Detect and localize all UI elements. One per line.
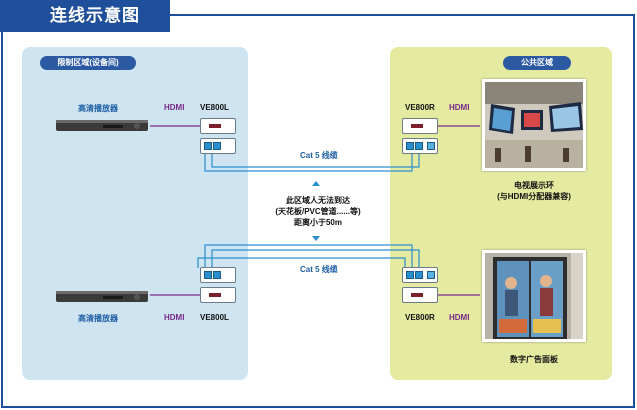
ve800l-cat5-unit-top <box>200 138 236 154</box>
cable-label-top: Cat 5 线缆 <box>300 151 338 160</box>
hd-player-bottom <box>56 291 148 302</box>
hdmi-label-top-right: HDMI <box>449 103 470 112</box>
cat5-line-bottom-b <box>211 249 420 268</box>
sender-label-top: VE800L <box>200 103 229 112</box>
cat5-line-bottom-a <box>204 244 413 268</box>
ve800r-cat5-unit-bottom <box>402 267 438 283</box>
player-label-top: 高清播放器 <box>78 104 118 113</box>
ve800l-cat5-unit-bottom <box>200 267 236 283</box>
hd-player-top <box>56 120 148 131</box>
note-line1: 此区域人无法到达 <box>286 196 350 205</box>
tv-display-photo <box>482 79 586 171</box>
tv-display-caption: 电视展示环 (与HDMI分配器兼容) <box>488 180 580 202</box>
ve800l-hdmi-unit-bottom <box>200 287 236 303</box>
tv-display-caption-line2: (与HDMI分配器兼容) <box>497 192 571 201</box>
arrow-down-icon <box>312 236 320 241</box>
hdmi-label-bottom-right: HDMI <box>449 313 470 322</box>
hdmi-label-top-left: HDMI <box>164 103 185 112</box>
note-line3: 距离小于50m <box>293 218 342 227</box>
cable-label-bottom: Cat 5 线缆 <box>300 265 338 274</box>
tv-display-caption-line1: 电视展示环 <box>514 181 554 190</box>
cat5-line-top-a <box>204 153 413 172</box>
restricted-area-note: 此区域人无法到达 (天花板/PVC管道......等) 距离小于50m <box>256 195 380 228</box>
player-label-bottom: 高清播放器 <box>78 314 118 323</box>
receiver-label-top: VE800R <box>405 103 435 112</box>
cat5-line-bottom-c <box>197 257 406 268</box>
ve800l-hdmi-unit-top <box>200 118 236 134</box>
public-zone-label: 公共区域 <box>503 56 571 70</box>
restricted-zone-label: 限制区域(设备间) <box>40 56 136 70</box>
digital-signage-photo <box>482 250 586 342</box>
ve800r-cat5-unit-top <box>402 138 438 154</box>
cat5-line-top-b <box>211 153 420 168</box>
note-line2: (天花板/PVC管道......等) <box>275 207 361 216</box>
signage-caption: 数字广告面板 <box>510 355 558 364</box>
ve800r-hdmi-unit-bottom <box>402 287 438 303</box>
ve800r-hdmi-unit-top <box>402 118 438 134</box>
arrow-up-icon <box>312 181 320 186</box>
restricted-zone <box>22 47 248 380</box>
receiver-label-bottom: VE800R <box>405 313 435 322</box>
hdmi-label-bottom-left: HDMI <box>164 313 185 322</box>
sender-label-bottom: VE800L <box>200 313 229 322</box>
diagram-title: 连线示意图 <box>0 0 170 32</box>
